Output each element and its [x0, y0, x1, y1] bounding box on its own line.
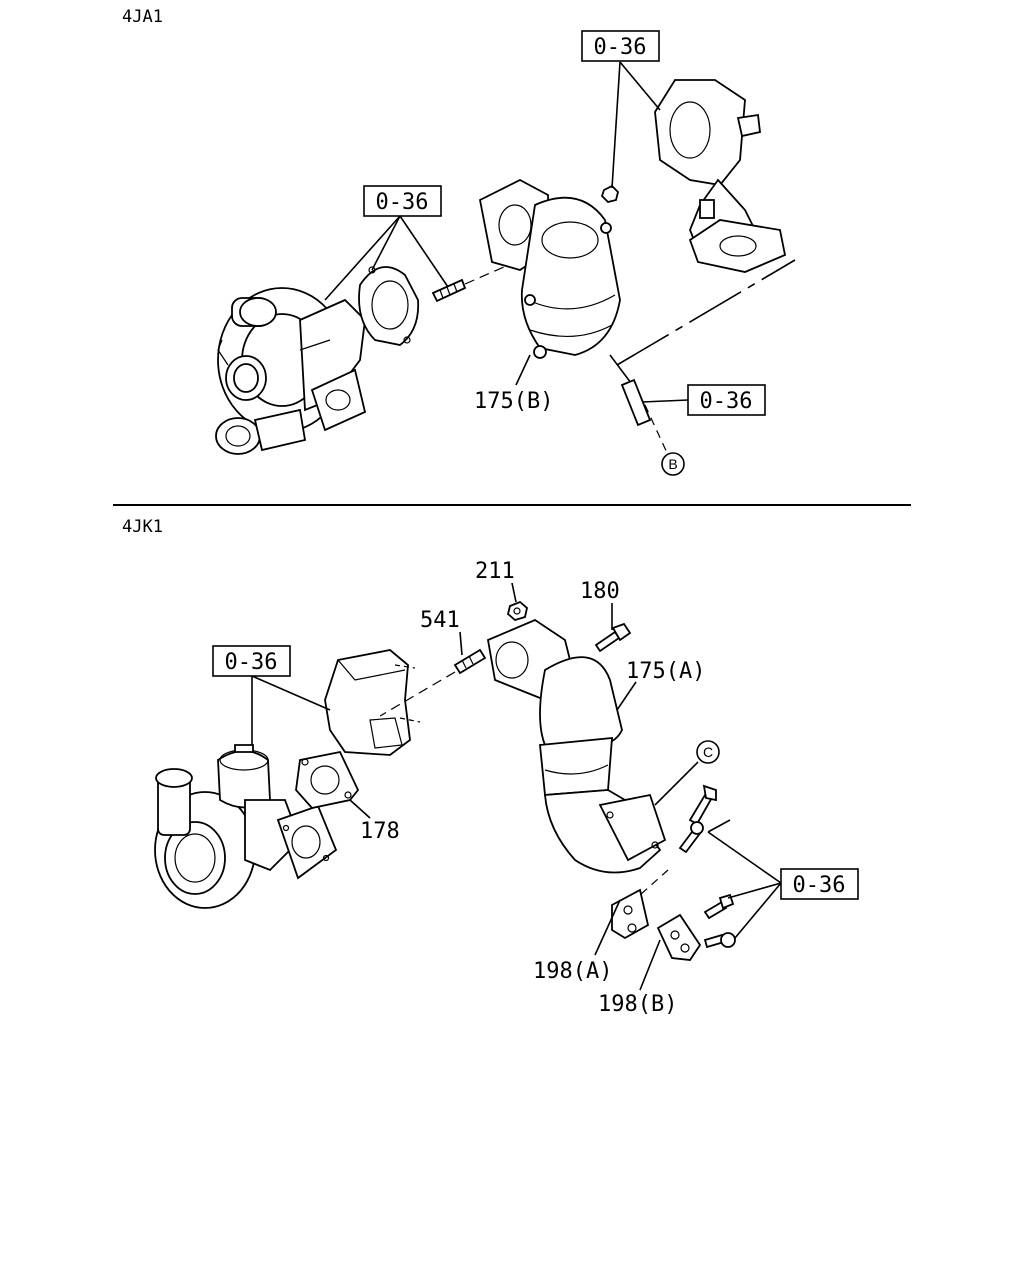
part-label-211: 211 [475, 559, 515, 584]
part-label-175b: 175(B) [474, 389, 553, 414]
svg-text:C: C [703, 744, 713, 760]
part-label-198b: 198(B) [598, 992, 677, 1017]
gasket-icon [358, 266, 420, 346]
catalytic-converter-icon [486, 618, 667, 874]
leader-lines-4ja1 [324, 61, 796, 456]
svg-text:B: B [668, 456, 677, 472]
ref-box-0-36-left: 0-36 [363, 185, 442, 217]
ref-box-0-36-top: 0-36 [581, 30, 660, 62]
stud-bolt-icon [453, 648, 487, 675]
stud-bolt-icon [620, 378, 652, 427]
svg-text:0-36: 0-36 [376, 190, 429, 215]
ref-box-0-36-right: 0-36 [687, 384, 766, 416]
section-title-4ja1: 4JA1 [122, 7, 163, 27]
gasket-icon [295, 750, 360, 809]
bolt-icon [678, 821, 704, 854]
svg-text:0-36: 0-36 [225, 650, 278, 675]
bolt-icon [688, 784, 717, 826]
ref-box-0-36-right: 0-36 [780, 868, 859, 900]
bracket-icon [611, 888, 650, 940]
svg-text:0-36: 0-36 [700, 389, 753, 414]
bracket-icon [656, 913, 702, 961]
svg-text:0-36: 0-36 [594, 35, 647, 60]
nut-icon [600, 184, 619, 203]
part-label-198a: 198(A) [533, 959, 612, 984]
svg-text:0-36: 0-36 [793, 873, 846, 898]
nut-icon [506, 600, 528, 622]
ref-box-0-36-left: 0-36 [212, 645, 291, 677]
heat-shield-icon [324, 649, 421, 756]
exhaust-pipe-icon [654, 79, 787, 273]
catalytic-converter-icon [478, 178, 621, 359]
circle-marker-c: C [696, 740, 720, 764]
stud-bolt-icon [431, 278, 467, 303]
turbocharger-icon [154, 744, 338, 909]
bolt-icon [703, 932, 736, 949]
part-label-541: 541 [420, 608, 460, 633]
turbocharger-icon [215, 287, 367, 455]
part-label-180: 180 [580, 579, 620, 604]
circle-marker-b: B [661, 452, 685, 476]
part-label-175a: 175(A) [626, 659, 705, 684]
part-label-178: 178 [360, 819, 400, 844]
bolt-icon [594, 622, 632, 653]
section-title-4jk1: 4JK1 [122, 517, 163, 537]
leader-lines-4jk1 [251, 582, 782, 991]
